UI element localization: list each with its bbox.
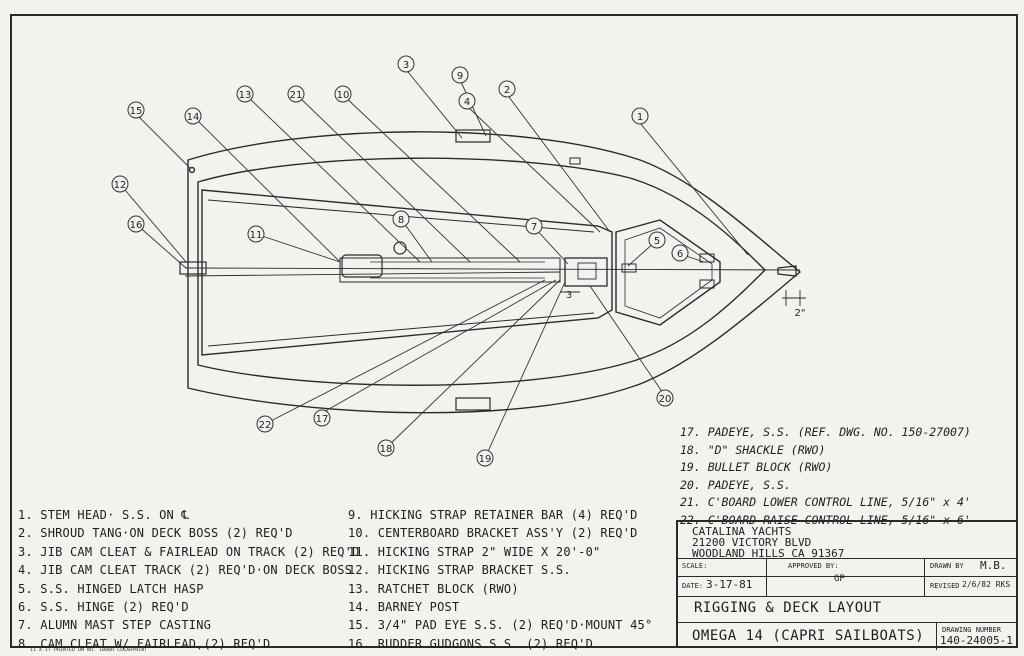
legend-item: 12. HICKING STRAP BRACKET S.S. [348,563,571,578]
legend-item: 17. PADEYE, S.S. (REF. DWG. NO. 150-2700… [680,425,971,439]
callout-19: 19 [479,454,492,465]
centerboard-trunk [339,257,561,283]
legend-item: 6. S.S. HINGE (2) REQ'D [18,600,189,615]
callout-bubble [127,215,145,233]
hull-outline [187,131,802,414]
dimension-2-inch: 2" [795,308,806,319]
scale-label: SCALE: [682,562,708,570]
callout-bubble [236,85,254,103]
callout-12: 12 [114,180,127,191]
revised-value: 2/6/82 RKS [962,580,1011,589]
callout-11: 11 [250,230,263,241]
drawn-by-label: DRAWN BY [930,562,964,570]
callout-6: 6 [677,249,683,260]
drawing-model: OMEGA 14 (CAPRI SAILBOATS) [692,628,925,644]
company-street: 21200 VICTORY BLVD [692,536,812,549]
company-city: WOODLAND HILLS CA 91367 [692,547,845,560]
callout-21: 21 [290,90,303,101]
callout-7: 7 [531,222,537,233]
legend-item: 13. RATCHET BLOCK (RWO) [348,581,519,596]
callout-bubble [671,244,689,262]
callout-8: 8 [398,215,404,226]
callout-22: 22 [259,420,272,431]
approved-label: APPROVED BY: [788,562,839,570]
revised-label: REVISED [930,582,960,590]
legend-item: 10. CENTERBOARD BRACKET ASS'Y (2) REQ'D [348,526,638,541]
legend-item: 2. SHROUD TANG·ON DECK BOSS (2) REQ'D [18,526,293,541]
title-block: CATALINA YACHTS 21200 VICTORY BLVD WOODL… [676,520,1018,650]
callout-bubble [334,85,352,103]
mast-step [564,257,608,287]
callout-bubble [498,80,516,98]
date-value: 3-17-81 [706,578,753,591]
legend-item: 16. RUDDER GUDGONS S.S. (2) REQ'D [348,636,594,651]
callout-bubble [184,107,202,125]
callout-bubble [111,175,129,193]
callout-bubble [287,85,305,103]
legend-right: 17. PADEYE, S.S. (REF. DWG. NO. 150-2700… [680,424,971,530]
callout-5: 5 [654,236,660,247]
legend-item: 21. C'BOARD LOWER CONTROL LINE, 5/16" x … [680,495,971,510]
legend-item: 19. BULLET BLOCK (RWO) [680,460,833,475]
callout-bubble [313,409,331,427]
callout-bubble [631,107,649,125]
callout-17: 17 [316,414,329,425]
callout-bubble [247,225,265,243]
callout-bubble [392,210,410,228]
callout-2: 2 [504,85,510,96]
callout-bubble [127,101,145,119]
drawing-title: RIGGING & DECK LAYOUT [694,600,882,616]
legend-item: 1. STEM HEAD· S.S. ON ℄ [18,508,190,522]
callout-bubble [656,389,674,407]
legend-item: 15. 3/4" PAD EYE S.S. (2) REQ'D·MOUNT 45… [348,618,653,633]
legend-item: 14. BARNEY POST [348,600,460,615]
callout-bubble [377,439,395,457]
callout-bubble [458,92,476,110]
paper-footer: 11 X 17 PRINTED ON NO. 1000H CLEARPRINT [30,648,148,653]
legend-left: 1. STEM HEAD· S.S. ON ℄ 2. SHROUD TANG·O… [18,506,360,653]
deck-inner-line [197,157,766,386]
sheet-border [10,14,1018,648]
drawn-by-value: M.B. [980,559,1007,572]
callout-bubble [476,449,494,467]
legend-item: 3. JIB CAM CLEAT & FAIRLEAD ON TRACK (2)… [18,544,360,559]
approved-initials: GP [834,574,845,584]
cockpit-outline [201,189,613,356]
callout-9: 9 [457,71,463,82]
legend-item: 11. HICKING STRAP 2" WIDE X 20'-0" [348,544,601,559]
drawing-number: 140-24005-1 [940,634,1013,647]
callout-bubble [451,66,469,84]
drawing-number-label: DRAWING NUMBER [942,626,1002,634]
legend-item: 5. S.S. HINGED LATCH HASP [18,581,204,596]
callout-bubble [256,415,274,433]
callout-4: 4 [464,97,470,108]
date-label: DATE: [682,582,704,590]
company-address: CATALINA YACHTS 21200 VICTORY BLVD WOODL… [692,526,844,559]
callout-10: 10 [337,90,350,101]
callout-1: 1 [637,112,643,123]
legend-item: 4. JIB CAM CLEAT TRACK (2) REQ'D·ON DECK… [18,563,353,578]
callout-18: 18 [380,444,393,455]
company-name: CATALINA YACHTS [692,525,792,538]
legend-item: 22. C'BOARD RAISE CONTROL LINE, 5/16" x … [680,512,971,527]
callout-bubble [397,55,415,73]
callout-bubble [525,217,543,235]
dimension-3: 3 [566,290,572,301]
callout-bubble [648,231,666,249]
callout-14: 14 [187,112,200,123]
callout-16: 16 [130,220,143,231]
callout-20: 20 [659,394,672,405]
legend-item: 8. CAM CLEAT W/ FAIRLEAD,(2) REQ'D. [18,636,278,651]
callout-3: 3 [403,60,409,71]
legend-middle: 9. HICKING STRAP RETAINER BAR (4) REQ'D … [348,506,652,653]
foredeck-hatch [615,219,721,326]
legend-item: 20. PADEYE, S.S. [680,477,791,492]
legend-item: 7. ALUMN MAST STEP CASTING [18,618,212,633]
callout-15: 15 [130,106,143,117]
legend-item: 9. HICKING STRAP RETAINER BAR (4) REQ'D [348,508,638,522]
callout-13: 13 [239,90,252,101]
legend-item: 18. "D" SHACKLE (RWO) [680,442,826,457]
